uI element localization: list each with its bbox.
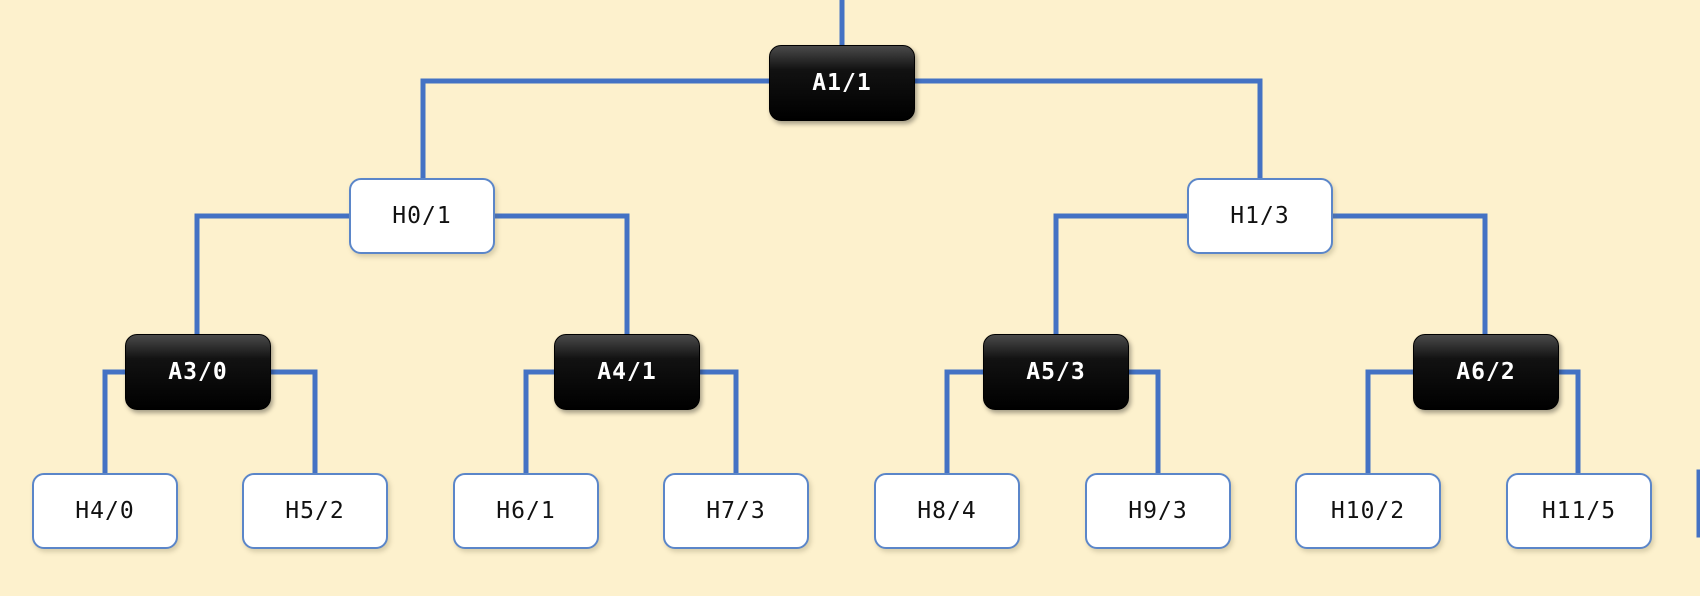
connector-h0-a3 <box>194 213 352 337</box>
node-h8-label: H8/4 <box>917 498 977 524</box>
connector-a3-h5 <box>267 369 318 476</box>
node-h0-label: H0/1 <box>392 203 452 229</box>
node-h7[interactable]: H7/3 <box>663 473 809 549</box>
node-h9-label: H9/3 <box>1128 498 1188 524</box>
node-a5[interactable]: A5/3 <box>983 334 1129 410</box>
node-a1[interactable]: A1/1 <box>769 45 915 121</box>
node-h4-label: H4/0 <box>75 498 135 524</box>
connector-a1-h1 <box>912 78 1263 181</box>
connector-h0-a4 <box>494 213 630 337</box>
node-h6[interactable]: H6/1 <box>453 473 599 549</box>
node-h9[interactable]: H9/3 <box>1085 473 1231 549</box>
node-a4-label: A4/1 <box>597 359 657 385</box>
node-h1[interactable]: H1/3 <box>1187 178 1333 254</box>
node-h1-label: H1/3 <box>1230 203 1290 229</box>
node-a4[interactable]: A4/1 <box>554 334 700 410</box>
node-h11[interactable]: H11/5 <box>1506 473 1652 549</box>
node-h4[interactable]: H4/0 <box>32 473 178 549</box>
node-h6-label: H6/1 <box>496 498 556 524</box>
node-h10[interactable]: H10/2 <box>1295 473 1441 549</box>
node-h10-label: H10/2 <box>1330 498 1406 524</box>
connector-a5-h8 <box>944 369 986 476</box>
connector-a4-h7 <box>697 369 739 476</box>
node-a3[interactable]: A3/0 <box>125 334 271 410</box>
connector-a3-h4 <box>102 369 128 476</box>
connector-a4-h6 <box>523 369 557 476</box>
node-h8[interactable]: H8/4 <box>874 473 1020 549</box>
node-a5-label: A5/3 <box>1026 359 1086 385</box>
node-h7-label: H7/3 <box>706 498 766 524</box>
connector-h1-a5 <box>1053 213 1190 337</box>
node-h0[interactable]: H0/1 <box>349 178 495 254</box>
node-a3-label: A3/0 <box>168 359 228 385</box>
node-h5[interactable]: H5/2 <box>242 473 388 549</box>
node-a6-label: A6/2 <box>1456 359 1516 385</box>
node-a1-label: A1/1 <box>812 70 872 96</box>
connector-a5-h9 <box>1126 369 1161 476</box>
node-h5-label: H5/2 <box>285 498 345 524</box>
connector-a6-h10 <box>1365 369 1416 476</box>
connector-h1-a6 <box>1330 213 1488 337</box>
node-a6[interactable]: A6/2 <box>1413 334 1559 410</box>
connector-a6-h11 <box>1555 369 1581 476</box>
connector-a1-h0 <box>420 78 772 181</box>
node-h11-label: H11/5 <box>1541 498 1617 524</box>
